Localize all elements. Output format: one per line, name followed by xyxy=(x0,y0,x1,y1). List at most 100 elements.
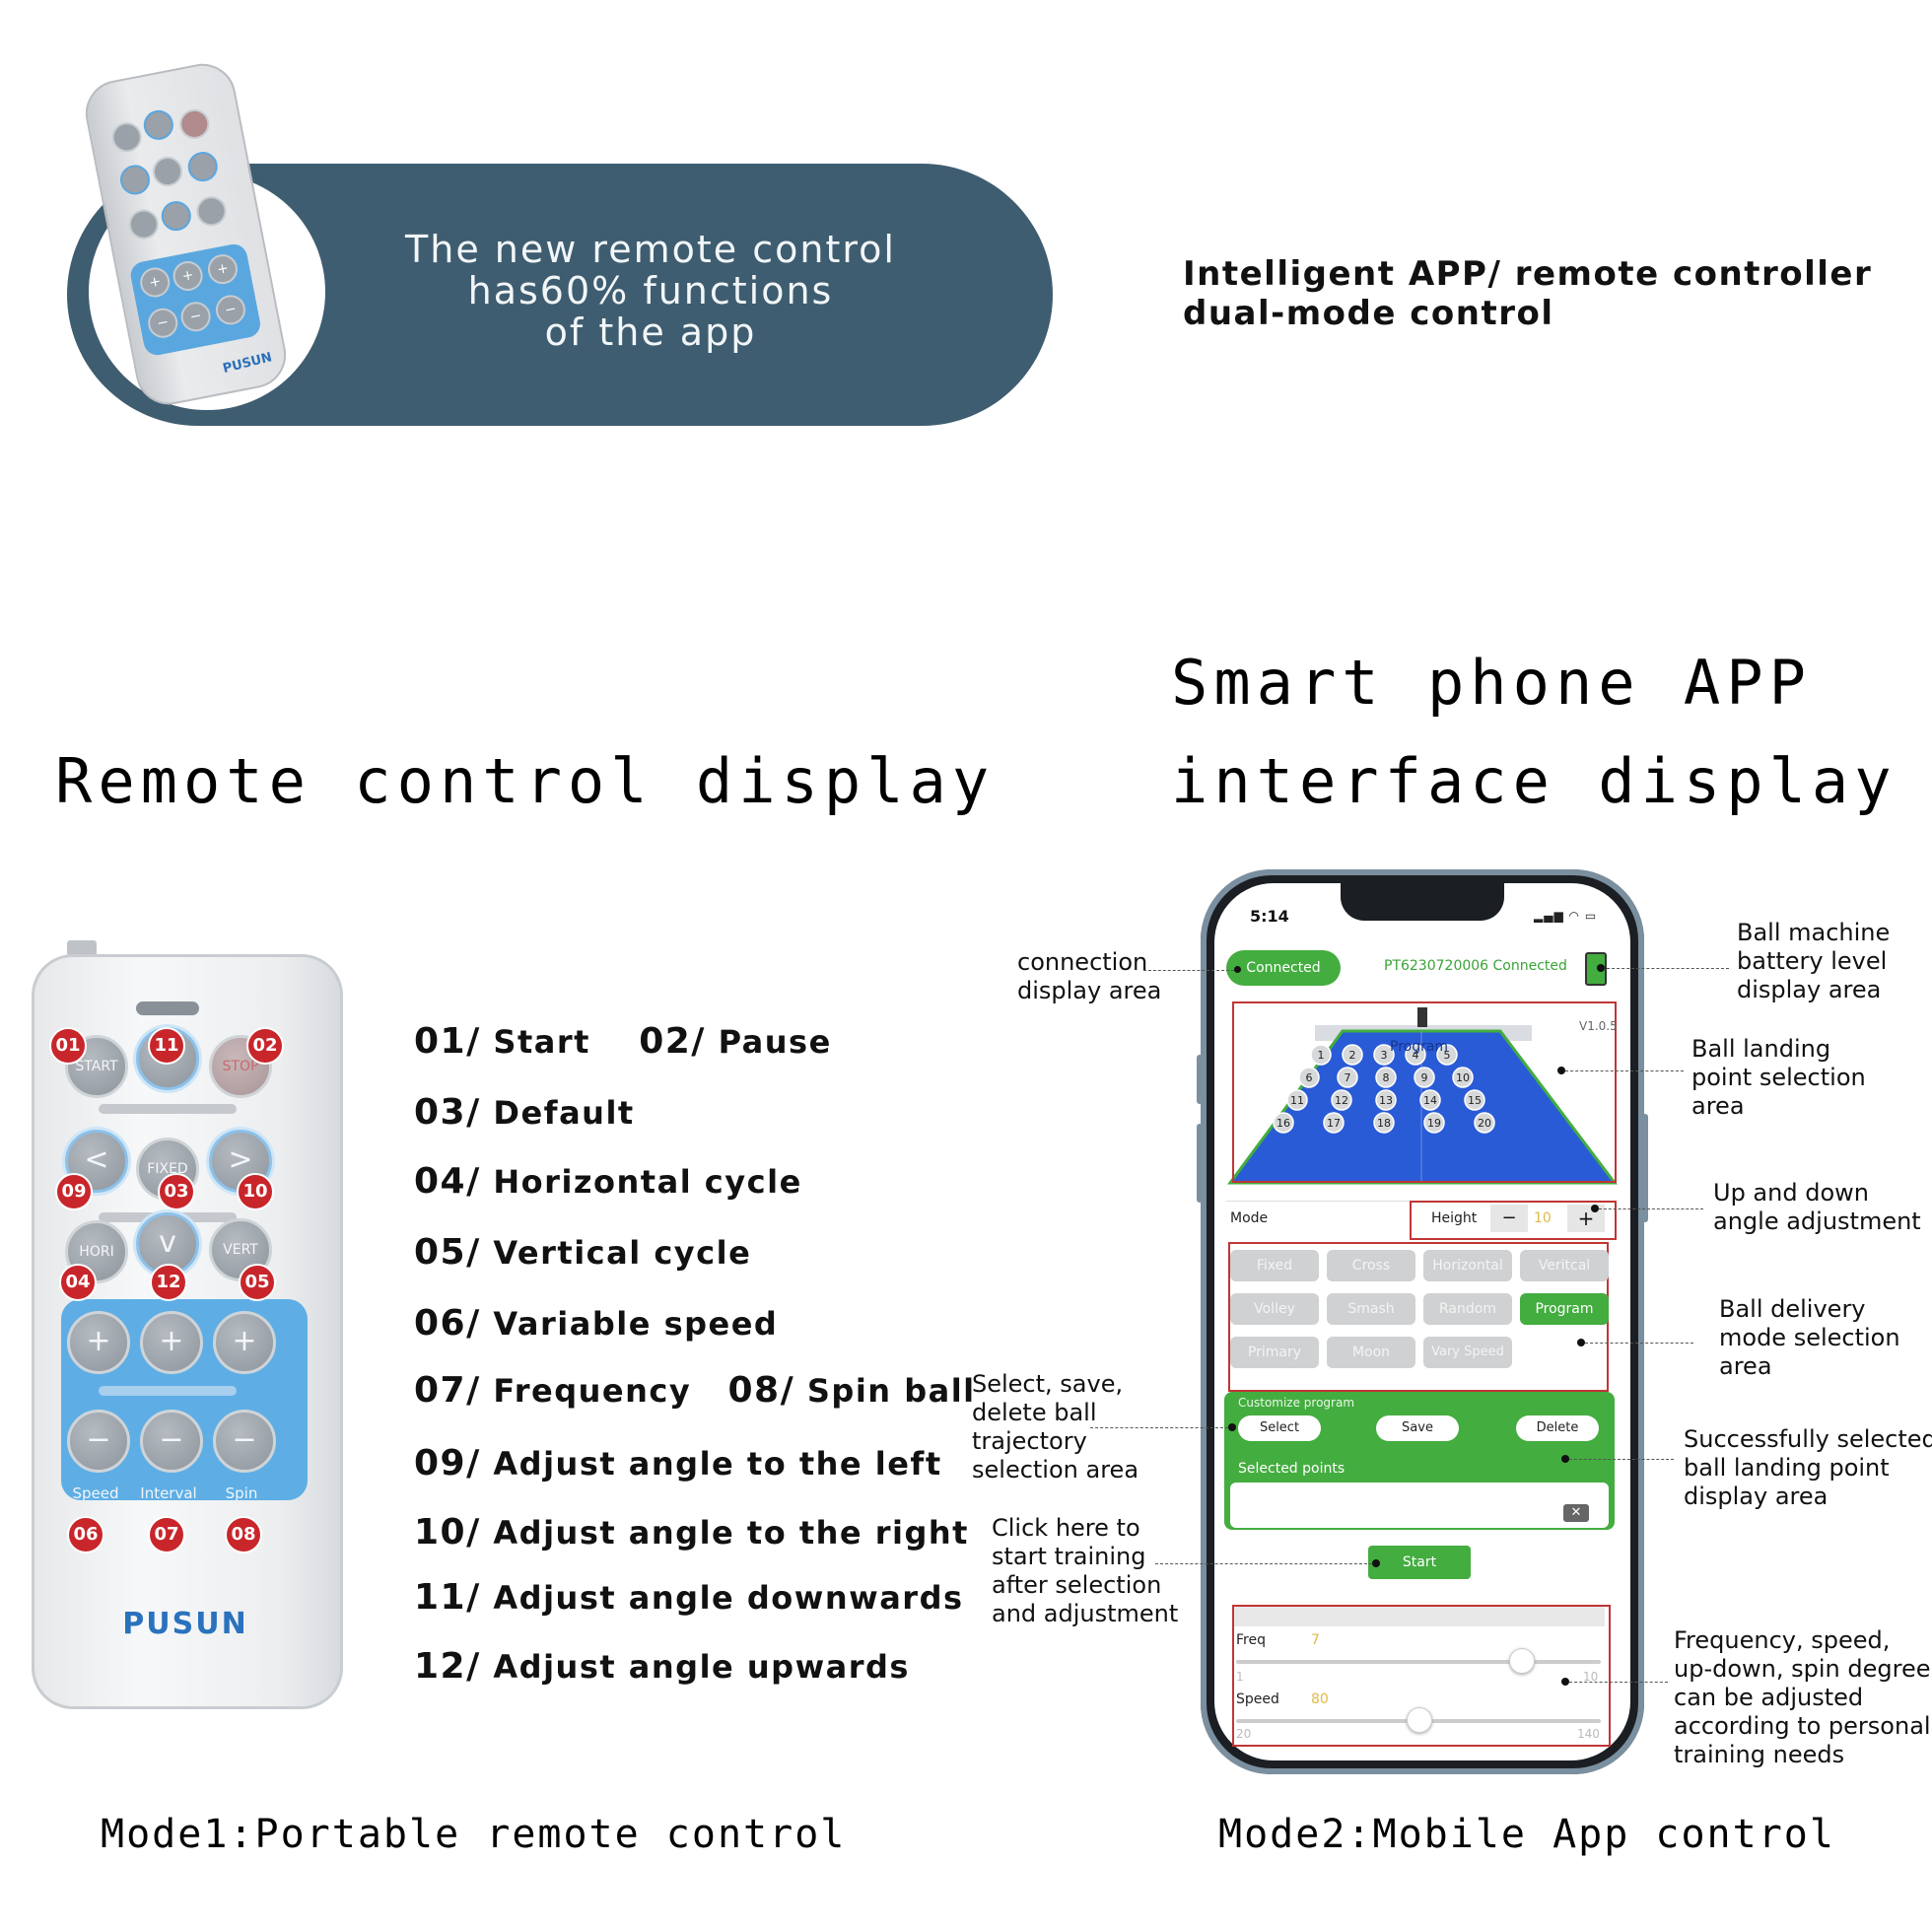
connected-button[interactable]: Connected xyxy=(1226,950,1341,986)
plus-icon: + xyxy=(159,1324,184,1358)
callout-line: Frequency, speed, xyxy=(1674,1626,1891,1654)
landing-point-9[interactable] xyxy=(1414,1067,1435,1088)
callout-line: angle adjustment xyxy=(1713,1208,1921,1235)
function-number: 05/ xyxy=(414,1232,481,1273)
landing-point-11[interactable] xyxy=(1286,1089,1308,1111)
landing-point-label: 1 xyxy=(1318,1049,1325,1062)
mode-button-volley[interactable]: Volley xyxy=(1230,1293,1319,1325)
leader-line xyxy=(1585,1343,1693,1344)
callout-dot xyxy=(1577,1339,1585,1346)
badge-10: 10 xyxy=(237,1173,274,1210)
ball-machine-icon xyxy=(1417,1007,1427,1027)
speed-minus-button[interactable]: − xyxy=(67,1410,130,1473)
landing-point-12[interactable] xyxy=(1331,1089,1352,1111)
landing-point-label: 17 xyxy=(1327,1117,1341,1130)
landing-point-18[interactable] xyxy=(1373,1112,1395,1134)
landing-point-1[interactable] xyxy=(1310,1044,1332,1066)
delete-button[interactable]: Delete xyxy=(1516,1415,1599,1441)
plus-icon: + xyxy=(86,1324,111,1358)
mode-button-program[interactable]: Program xyxy=(1520,1293,1609,1325)
interval-minus-button[interactable]: − xyxy=(140,1410,203,1473)
selected-points-field[interactable] xyxy=(1230,1483,1609,1528)
mode-button-moon[interactable]: Moon xyxy=(1327,1337,1415,1368)
landing-point-3[interactable] xyxy=(1373,1044,1395,1066)
landing-point-label: 5 xyxy=(1444,1049,1451,1062)
callout-line: after selection xyxy=(992,1571,1162,1599)
freq-slider-knob[interactable] xyxy=(1508,1648,1535,1674)
mode-button-cross[interactable]: Cross xyxy=(1327,1250,1415,1281)
badge-07: 07 xyxy=(148,1516,185,1553)
interval-plus-button[interactable]: + xyxy=(140,1311,203,1374)
height-value: 10 xyxy=(1534,1210,1552,1226)
callout-battery: Ball machine battery level display area xyxy=(1737,919,1890,1004)
callout-dot xyxy=(1561,1678,1569,1686)
spin-plus-button[interactable]: + xyxy=(213,1311,276,1374)
landing-point-20[interactable] xyxy=(1474,1112,1495,1134)
landing-point-label: 6 xyxy=(1306,1071,1313,1084)
speed-min: 20 xyxy=(1236,1727,1252,1741)
wifi-icon: ◠ xyxy=(1568,909,1580,923)
callout-line: display area xyxy=(1684,1483,1828,1510)
freq-label: Freq xyxy=(1236,1632,1266,1648)
landing-point-15[interactable] xyxy=(1464,1089,1485,1111)
function-item: 03/ Default xyxy=(414,1092,635,1133)
mode-button-vertical[interactable]: Veritcal xyxy=(1520,1250,1609,1281)
function-text: Start xyxy=(493,1023,590,1061)
callout-line: connection xyxy=(1017,948,1148,976)
save-button[interactable]: Save xyxy=(1376,1415,1459,1441)
landing-point-label: 11 xyxy=(1290,1094,1304,1107)
phone-battery-icon: ▭ xyxy=(1584,909,1598,923)
speed-label: Speed xyxy=(72,1484,119,1502)
landing-point-4[interactable] xyxy=(1405,1044,1426,1066)
mode-button-primary[interactable]: Primary xyxy=(1230,1337,1319,1368)
minus-icon: − xyxy=(159,1422,184,1457)
callout-updown: Up and down angle adjustment xyxy=(1713,1179,1921,1236)
landing-point-16[interactable] xyxy=(1273,1112,1294,1134)
phone-notch xyxy=(1341,881,1504,921)
speed-plus-button[interactable]: + xyxy=(67,1311,130,1374)
callout-freq-speed: Frequency, speed, up-down, spin degree c… xyxy=(1674,1626,1931,1769)
interval-label: Interval xyxy=(140,1484,197,1502)
landing-point-6[interactable] xyxy=(1298,1067,1320,1088)
callout-line: delete ball xyxy=(972,1399,1097,1426)
function-text: Pause xyxy=(718,1023,832,1061)
mode2-caption: Mode2:Mobile App control xyxy=(1218,1812,1835,1857)
callout-dot xyxy=(1591,1205,1599,1212)
mode-button-horizontal[interactable]: Horizontal xyxy=(1423,1250,1512,1281)
mode-button-random[interactable]: Random xyxy=(1423,1293,1512,1325)
callout-line: training needs xyxy=(1674,1741,1845,1768)
backspace-icon[interactable]: ✕ xyxy=(1563,1504,1589,1522)
landing-point-label: 2 xyxy=(1349,1049,1356,1062)
landing-point-14[interactable] xyxy=(1419,1089,1441,1111)
landing-point-label: 13 xyxy=(1379,1094,1393,1107)
landing-point-10[interactable] xyxy=(1452,1067,1474,1088)
landing-point-13[interactable] xyxy=(1375,1089,1397,1111)
landing-point-label: 12 xyxy=(1335,1094,1348,1107)
landing-point-17[interactable] xyxy=(1323,1112,1345,1134)
landing-point-2[interactable] xyxy=(1342,1044,1363,1066)
mode-button-smash[interactable]: Smash xyxy=(1327,1293,1415,1325)
hori-button[interactable]: HORI xyxy=(65,1220,128,1283)
freq-slider-track[interactable] xyxy=(1236,1660,1601,1664)
speed-slider-knob[interactable] xyxy=(1407,1707,1432,1733)
banner-line: of the app xyxy=(544,310,757,354)
start-training-button[interactable]: Start xyxy=(1368,1546,1471,1579)
leader-line xyxy=(1143,970,1234,971)
height-minus-button[interactable]: − xyxy=(1490,1205,1528,1232)
app-version: V1.0.5 xyxy=(1579,1019,1618,1033)
landing-point-5[interactable] xyxy=(1436,1044,1458,1066)
select-button[interactable]: Select xyxy=(1238,1415,1321,1441)
button-separator xyxy=(99,1104,237,1114)
function-item: 10/ Adjust angle to the right xyxy=(414,1512,969,1552)
spin-minus-button[interactable]: − xyxy=(213,1410,276,1473)
landing-point-19[interactable] xyxy=(1423,1112,1445,1134)
remote-led-slot xyxy=(136,1001,199,1015)
speed-label: Speed xyxy=(1236,1691,1279,1707)
mode-button-vary-speed[interactable]: Vary Speed xyxy=(1423,1337,1512,1368)
landing-point-7[interactable] xyxy=(1337,1067,1358,1088)
landing-point-label: 4 xyxy=(1413,1049,1419,1062)
landing-point-label: 9 xyxy=(1421,1071,1428,1084)
callout-dot xyxy=(1597,964,1605,972)
landing-point-8[interactable] xyxy=(1375,1067,1397,1088)
mode-button-fixed[interactable]: Fixed xyxy=(1230,1250,1319,1281)
